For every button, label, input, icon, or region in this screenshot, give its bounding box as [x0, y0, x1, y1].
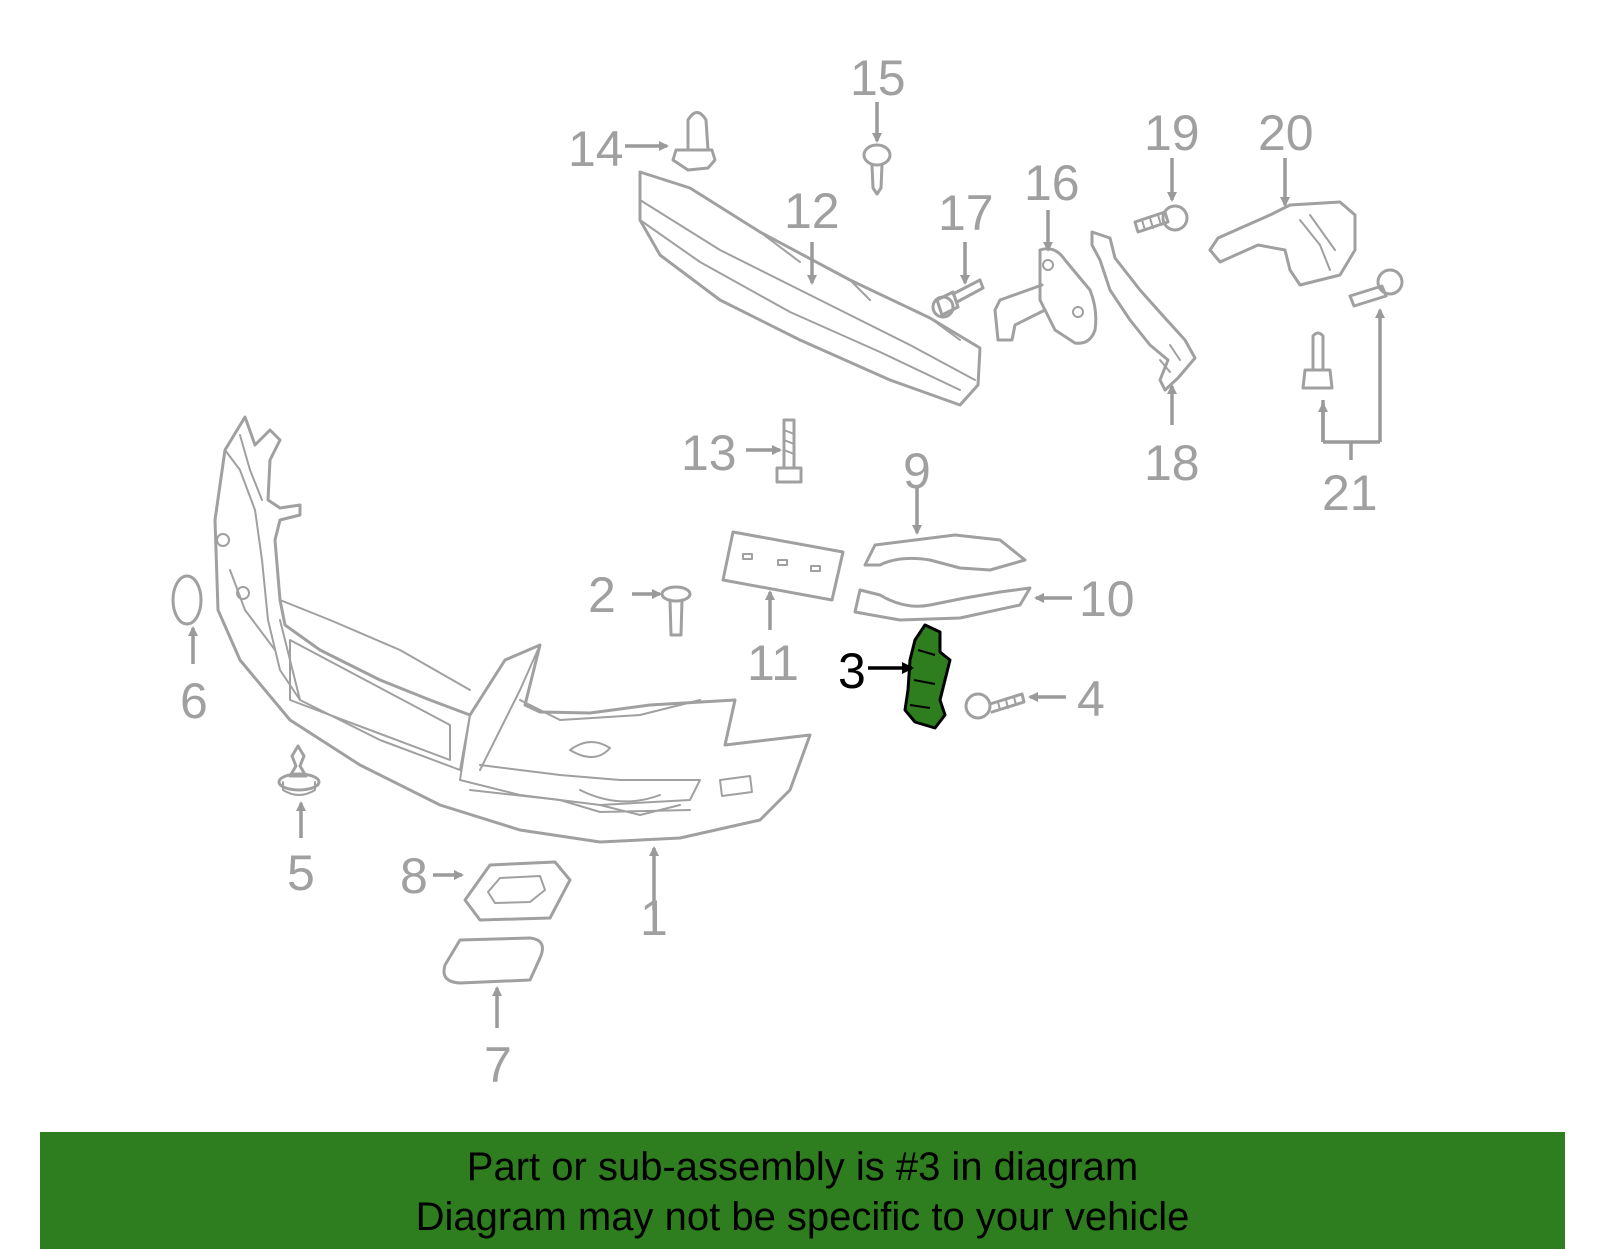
part-8-bracket	[463, 860, 572, 922]
callout-6: 6	[180, 673, 208, 729]
callout-15: 15	[850, 50, 906, 106]
callout-2: 2	[588, 567, 616, 623]
banner-line-1: Part or sub-assembly is #3 in diagram	[466, 1145, 1139, 1189]
callout-3: 3	[838, 643, 866, 699]
callout-4: 4	[1077, 671, 1105, 727]
leader-arrows	[188, 102, 1385, 1028]
part-12-reinforcement	[638, 170, 982, 407]
callout-12: 12	[784, 183, 840, 239]
callout-20: 20	[1258, 105, 1314, 161]
part-18-side-bracket	[1090, 230, 1197, 392]
part-14-guide	[671, 111, 717, 172]
callout-19: 19	[1144, 105, 1200, 161]
part-5-clip	[277, 744, 321, 796]
part-16-mount-bracket	[993, 247, 1098, 345]
callout-8: 8	[400, 848, 428, 904]
part-21-bolts	[1301, 268, 1404, 390]
part-1-bumper-cover	[213, 415, 812, 844]
part-4-screw	[964, 692, 1026, 720]
part-20-bracket	[1208, 200, 1357, 287]
callout-16: 16	[1024, 155, 1080, 211]
part-10-lower-trim	[853, 586, 1032, 622]
callout-9: 9	[903, 443, 931, 499]
info-banner: Part or sub-assembly is #3 in diagram Di…	[40, 1132, 1565, 1249]
callout-5: 5	[287, 845, 315, 901]
callout-21: 21	[1322, 465, 1378, 521]
callout-11: 11	[747, 635, 799, 691]
part-15-clip	[862, 143, 892, 196]
callout-10: 10	[1079, 571, 1135, 627]
part-13-bolt	[775, 418, 803, 484]
part-11-retainer	[721, 530, 845, 602]
part-9-upper-trim	[863, 533, 1027, 572]
callout-18: 18	[1144, 435, 1200, 491]
callout-labels: 1 2 3 4 5 6 7 8 9 10 11 12 13 14 15 16 1…	[180, 50, 1378, 1093]
callout-14: 14	[568, 121, 624, 177]
callout-13: 13	[681, 425, 737, 481]
part-2-push-pin	[660, 585, 692, 637]
callout-1: 1	[640, 890, 668, 946]
part-7-cover-cap	[442, 936, 544, 985]
callout-7: 7	[484, 1037, 512, 1093]
part-6-ring	[171, 574, 203, 626]
callout-17: 17	[938, 185, 994, 241]
part-3-bracket-highlighted	[903, 623, 952, 730]
part-19-bolt	[1133, 204, 1189, 234]
banner-line-2: Diagram may not be specific to your vehi…	[415, 1195, 1190, 1239]
part-17-bolt	[931, 278, 985, 319]
